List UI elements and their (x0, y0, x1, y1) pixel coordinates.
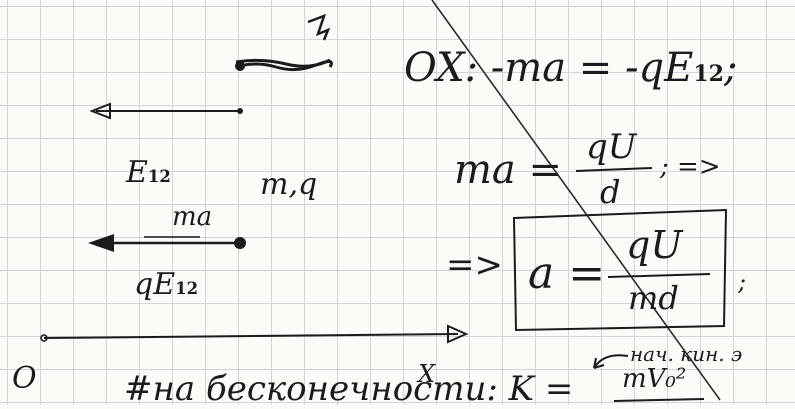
annotation-text: нач. кин. э (630, 342, 743, 366)
x-axis-head (447, 324, 469, 344)
eq3-fraction-bar (607, 273, 711, 278)
qe12-arrow-head (88, 234, 114, 252)
charge-dot (234, 237, 246, 249)
equation-1: OX: -ma = -qE12; (404, 48, 737, 88)
qe12-letters: qE (134, 267, 176, 302)
answer-box (512, 208, 728, 332)
equation-2-end: ; => (660, 152, 721, 182)
ma-label: ma (172, 202, 213, 232)
e12-arrow-dot (237, 108, 243, 114)
equation-3-end: ; (738, 268, 747, 296)
equation-3-lhs: a = (528, 248, 606, 299)
bottom-text: #на бесконечности: K = (124, 369, 574, 409)
equation-2-lhs: ma = (454, 147, 563, 193)
bottom-fraction-numerator: mV₀² (622, 364, 687, 394)
equation-2-denominator: d (600, 173, 621, 211)
equation-1-subscript: 12 (693, 61, 724, 87)
equation-3-arrow: => (446, 245, 503, 285)
eq2-fraction-bar (575, 167, 653, 172)
bottom-fraction-bar (613, 398, 705, 402)
e12-label: E12 (126, 158, 171, 188)
scribble-mark (307, 13, 331, 41)
equation-3-numerator: qU (626, 223, 683, 267)
e12-subscript: 12 (147, 167, 171, 186)
equation-3-denominator: md (628, 279, 679, 317)
equation-2-numerator: qU (586, 127, 637, 167)
qe12-subscript: 12 (175, 279, 199, 298)
mq-label: m,q (260, 167, 318, 202)
top-charge-dot (235, 61, 245, 71)
x-axis-line (43, 333, 459, 339)
equation-1-text: OX: -ma = -qE (404, 45, 694, 91)
e12-letter: E (126, 155, 148, 190)
diagonal-stroke (431, 0, 721, 401)
qe12-label: qE12 (134, 270, 198, 300)
x-axis-origin-dot (40, 334, 48, 342)
x-label: X (418, 360, 436, 388)
scribble-top (235, 58, 333, 72)
equation-1-end: ; (723, 45, 738, 91)
origin-label: O (12, 361, 37, 396)
e12-arrow-head (89, 102, 111, 120)
annotation-arrow (593, 354, 629, 369)
